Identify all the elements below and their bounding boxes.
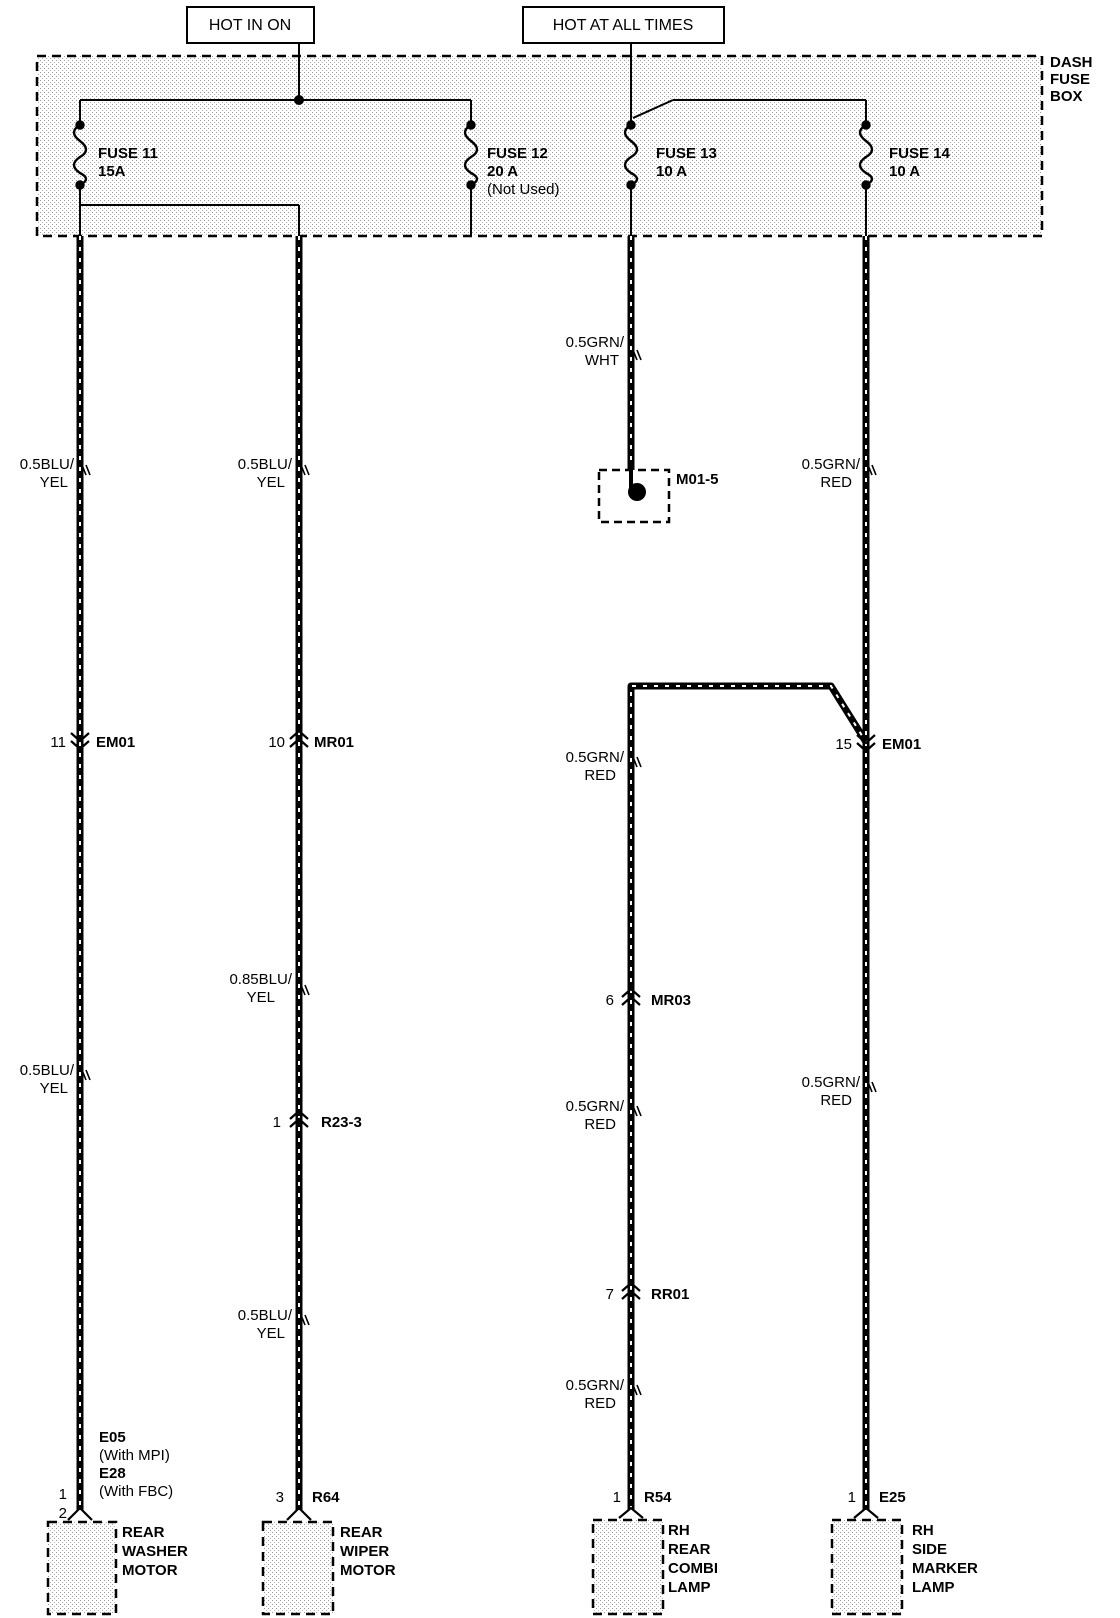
component-name: COMBI [668,1560,718,1577]
wire-label: YEL [40,1080,68,1097]
wire-label: RED [584,1116,616,1133]
fuse-11-rating: 15A [98,163,126,180]
connector-mr01-10: 10 MR01 [268,729,354,751]
component-name: LAMP [912,1579,955,1596]
wire-label: YEL [247,989,275,1006]
pin-number: 6 [606,992,614,1009]
hot-at-all-times-label: HOT AT ALL TIMES [553,17,694,34]
connector-mr03-6: 6 MR03 [606,987,691,1009]
wire-label: 0.5BLU/ [20,1062,75,1079]
fuse-13-name: FUSE 13 [656,145,717,162]
wire-label: 0.5BLU/ [20,456,75,473]
connector-em01-11: 11 EM01 [50,731,135,751]
component-name: SIDE [912,1541,947,1558]
fuse-12-rating: 20 A [487,163,518,180]
pin-number: 10 [268,734,285,751]
wire-label: 0.5GRN/ [566,334,625,351]
pin-number: 1 [59,1486,67,1503]
wire-label: YEL [257,1325,285,1342]
fuse-box-label-1: DASH [1050,54,1093,71]
rear-washer-motor: 1 2 E05 (With MPI) E28 (With FBC) REAR W… [46,1429,188,1616]
pin-number: 7 [606,1286,614,1303]
wire-label: YEL [257,474,285,491]
fuse-box-label-2: FUSE [1050,71,1090,88]
connector-name: EM01 [96,734,135,751]
fuse-13-symbol [623,120,639,190]
connector-name: EM01 [882,736,921,753]
component-name: MARKER [912,1560,978,1577]
wire-label: YEL [40,474,68,491]
component-name: LAMP [668,1579,711,1596]
connector-name: R23-3 [321,1114,362,1131]
fuse-box-label-3: BOX [1050,88,1083,105]
pin-number: 2 [59,1505,67,1522]
wire-label: WHT [585,352,619,369]
component-name: MOTOR [340,1562,396,1579]
connector-ref: E28 [99,1465,126,1482]
wire-label: RED [820,1092,852,1109]
harness-wires [76,236,870,1510]
connector-ref: R64 [312,1489,340,1506]
pin-number: 1 [273,1114,281,1131]
wire-label: RED [820,474,852,491]
component-name: REAR [122,1524,165,1541]
rear-wiper-motor: 3 R64 REAR WIPER MOTOR [261,1489,396,1616]
wire-label: RED [584,1395,616,1412]
component-name: RH [668,1522,690,1539]
hot-at-all-times-box: HOT AT ALL TIMES [522,6,725,44]
component-connectors [67,1506,879,1521]
pin-number: 1 [848,1489,856,1506]
fuse-12-note: (Not Used) [487,181,560,198]
connector-ref: (With FBC) [99,1483,173,1500]
component-name: WASHER [122,1543,188,1560]
fuse-13-rating: 10 A [656,163,687,180]
pin-number: 3 [276,1489,284,1506]
m01-5-terminal: M01-5 [597,460,719,524]
splice-dot [294,95,304,105]
component-name: RH [912,1522,934,1539]
fuse-11-name: FUSE 11 [98,145,158,162]
connector-em01-15: 15 EM01 [835,733,921,753]
wire-label: 0.5BLU/ [238,456,293,473]
rh-side-marker-lamp: 1 E25 RH SIDE MARKER LAMP [830,1489,978,1616]
fuse-11-symbol [72,120,88,190]
component-name: REAR [668,1541,711,1558]
connector-ref: R54 [644,1489,672,1506]
connector-name: MR01 [314,734,354,751]
fuse-14-rating: 10 A [889,163,920,180]
hot-in-on-box: HOT IN ON [186,6,315,44]
wire-label: 0.5GRN/ [802,1074,861,1091]
wire-label: 0.5GRN/ [802,456,861,473]
fuse-12-symbol [463,120,479,190]
component-name: WIPER [340,1543,389,1560]
wire-label: 0.5GRN/ [566,1377,625,1394]
connector-ref: E05 [99,1429,126,1446]
connector-ref: (With MPI) [99,1447,170,1464]
wire-label: 0.5GRN/ [566,1098,625,1115]
connector-ref: E25 [879,1489,906,1506]
wire-label: 0.85BLU/ [229,971,292,988]
connector-r23-3: 1 R23-3 [273,1109,362,1131]
m01-5-label: M01-5 [676,471,719,488]
pin-number: 15 [835,736,852,753]
component-name: MOTOR [122,1562,178,1579]
fuse-14-symbol [858,120,874,190]
pin-number: 1 [613,1489,621,1506]
wire-label: RED [584,767,616,784]
rh-rear-combi-lamp: 1 R54 RH REAR COMBI LAMP [591,1489,718,1616]
pin-number: 11 [50,734,66,751]
wire-label: 0.5GRN/ [566,749,625,766]
fuse-14-name: FUSE 14 [889,145,951,162]
connector-name: RR01 [651,1286,689,1303]
connector-name: MR03 [651,992,691,1009]
fuse-box-wiring [79,43,867,236]
fuse-12-name: FUSE 12 [487,145,548,162]
wire-label: 0.5BLU/ [238,1307,293,1324]
component-name: REAR [340,1524,383,1541]
connector-rr01-7: 7 RR01 [606,1281,689,1303]
hot-in-on-label: HOT IN ON [209,17,291,34]
